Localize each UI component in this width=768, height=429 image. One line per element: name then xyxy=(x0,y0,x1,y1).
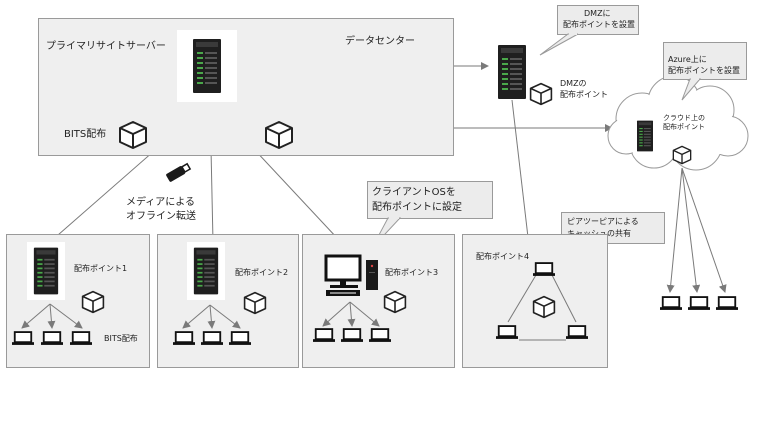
media-label-line-2: オフライン転送 xyxy=(126,211,196,222)
dp2-laptop-icon xyxy=(201,331,223,346)
cloud-laptop-icon xyxy=(660,296,682,311)
dp1-laptop-icon xyxy=(41,331,63,346)
dmz-callout xyxy=(557,5,639,35)
dp2-label: 配布ポイント2 xyxy=(235,268,289,277)
dp1-server-icon xyxy=(33,246,59,296)
dp1-bits-label: BITS配布 xyxy=(104,334,138,343)
dp1-package-icon xyxy=(81,290,105,314)
primary-bits-label: BITS配布 xyxy=(64,129,107,140)
dp3-package-icon xyxy=(383,290,407,314)
client-os-callout xyxy=(367,181,493,219)
dp2-package-icon xyxy=(243,291,267,315)
dp3-label: 配布ポイント3 xyxy=(385,268,439,277)
dmz-label-line-2: 配布ポイント xyxy=(560,90,608,99)
line-cloud-to-laptop1 xyxy=(666,167,683,293)
dp1-laptop-icon xyxy=(70,331,92,346)
dp4-laptop-icon xyxy=(496,325,518,340)
media-label-line-1: メディアによる xyxy=(126,197,195,208)
primary-site-title: プライマリサイトサーバー xyxy=(46,41,166,52)
dp2-server-icon xyxy=(193,246,219,296)
dp3-laptop-icon xyxy=(369,328,391,343)
dp3-laptop-icon xyxy=(341,328,363,343)
dp3-laptop-icon xyxy=(313,328,335,343)
client-os-callout-line-2: 配布ポイントに設定 xyxy=(372,202,462,213)
cloud-label-line-2: 配布ポイント xyxy=(663,123,705,131)
primary-server-icon xyxy=(177,30,237,102)
primary-site-box xyxy=(38,18,454,156)
dp1-laptop-icon xyxy=(12,331,34,346)
dp1-label: 配布ポイント1 xyxy=(74,264,128,273)
azure-callout-line-2: 配布ポイントを設置 xyxy=(668,66,740,75)
line-cloud-to-laptop3 xyxy=(681,167,727,293)
dmz-callout-line-2: 配布ポイントを設置 xyxy=(563,20,635,29)
dp4-label: 配布ポイント4 xyxy=(476,252,530,261)
cloud-laptop-icon xyxy=(688,296,710,311)
azure-callout-line-1: Azure上に xyxy=(668,55,707,64)
primary-package-icon xyxy=(264,120,294,150)
dp2-box xyxy=(157,234,299,368)
dp4-package-icon xyxy=(532,295,556,319)
dp2-laptop-icon xyxy=(229,331,251,346)
dmz-package-icon xyxy=(529,82,553,106)
primary-bits-package-icon xyxy=(118,120,148,150)
dmz-label-line-1: DMZの xyxy=(560,79,587,88)
cloud-label-line-1: クラウド上の xyxy=(663,114,705,122)
dp2-laptop-icon xyxy=(173,331,195,346)
dp4-laptop-icon xyxy=(566,325,588,340)
usb-drive-icon xyxy=(163,160,193,184)
cloud-package-icon xyxy=(672,145,692,165)
dmz-callout-line-1: DMZに xyxy=(584,9,611,18)
cloud-laptop-icon xyxy=(716,296,738,311)
dmz-server-icon xyxy=(497,44,527,100)
peer-callout-line-1: ピアツーピアによる xyxy=(567,217,639,226)
dp4-laptop-icon xyxy=(533,262,555,277)
azure-callout xyxy=(663,42,747,80)
cloud-server-icon xyxy=(636,120,654,152)
line-cloud-to-laptop2 xyxy=(681,167,701,293)
dp2-server-panel xyxy=(187,242,225,300)
client-os-callout-line-1: クライアントOSを xyxy=(372,187,456,198)
desktop-monitor-icon xyxy=(324,254,378,296)
datacenter-label: データセンター xyxy=(345,36,415,47)
dp1-server-panel xyxy=(27,242,65,300)
peer-callout-line-2: キャッシュの共有 xyxy=(567,229,631,239)
